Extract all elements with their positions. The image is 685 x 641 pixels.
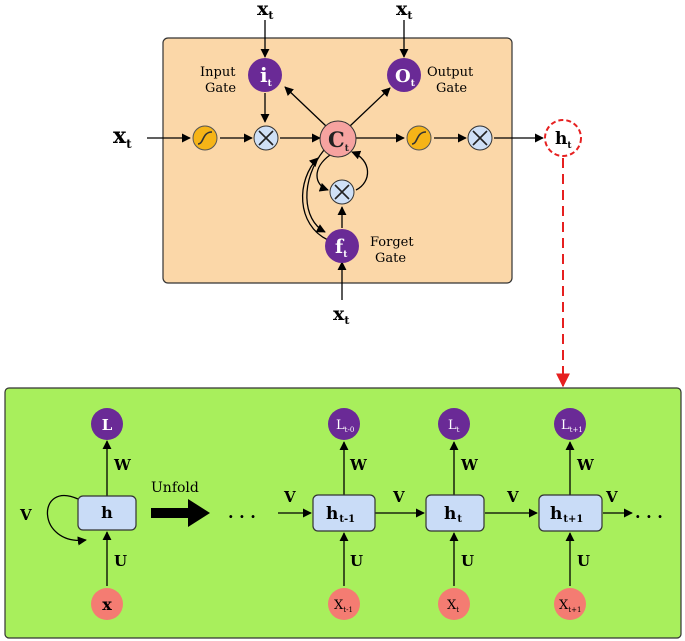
hidden-output-symbol: ht xyxy=(555,129,572,151)
unfold-label: Unfold xyxy=(151,480,199,496)
input-gate-label-1: Input xyxy=(200,65,236,80)
folded-u-label: U xyxy=(114,552,127,570)
step3-u-label: U xyxy=(577,552,590,570)
output-gate-label-1: Output xyxy=(427,65,474,80)
folded-loss-node xyxy=(91,408,123,440)
output-gate-node xyxy=(387,58,421,92)
step1-input-node xyxy=(328,588,360,620)
unrolled-step-2: Lt ht Xt W U V xyxy=(392,408,485,620)
step2-u-label: U xyxy=(461,552,474,570)
step2-v-label: V xyxy=(392,488,405,506)
trailing-ellipsis: · · · xyxy=(635,507,663,526)
sigmoid-left-icon xyxy=(197,131,213,145)
unfold-arrow-icon xyxy=(151,499,210,527)
lstm-input-bottom: xt xyxy=(333,303,350,327)
step3-input-node xyxy=(554,588,586,620)
forget-gate-label-1: Forget xyxy=(370,235,414,250)
multiply-output-icon xyxy=(472,130,488,146)
sigmoid-left-node xyxy=(192,125,218,151)
step2-input-node xyxy=(438,588,470,620)
cell-state-node xyxy=(319,120,357,158)
lstm-input-top-i: xt xyxy=(257,0,274,22)
input-gate-node xyxy=(248,58,282,92)
step3-input-label: Xt+1 xyxy=(559,598,581,614)
step1-hidden-label: ht-1 xyxy=(326,504,355,525)
arrow-forget-to-cell xyxy=(301,157,329,241)
input-gate-symbol: it xyxy=(260,63,273,89)
step2-hidden-box xyxy=(425,494,485,532)
hidden-output-node xyxy=(544,119,582,157)
step2-w-label: W xyxy=(460,456,479,474)
multiply-input-icon xyxy=(258,130,274,146)
cell-state-symbol: Ct xyxy=(328,127,350,154)
lstm-input-left: xt xyxy=(113,123,132,151)
step2-loss-node xyxy=(438,408,470,440)
arrow-cell-loop-right xyxy=(351,150,369,191)
step3-hidden-box xyxy=(538,494,603,532)
step3-loss-node xyxy=(554,408,586,440)
step2-hidden-label: ht xyxy=(444,504,462,525)
multiply-forget-icon xyxy=(334,184,350,200)
lstm-input-top-o: xt xyxy=(396,0,413,22)
folded-input-node xyxy=(91,588,123,620)
step3-hidden-label: ht+1 xyxy=(550,504,583,525)
forget-gate-node xyxy=(325,229,359,263)
folded-hidden-label: h xyxy=(101,503,113,522)
folded-recurrent-loop xyxy=(46,495,87,546)
step1-v-label: V xyxy=(283,488,296,506)
step1-loss-label: Lt-0 xyxy=(336,418,354,434)
folded-w-label: W xyxy=(113,456,132,474)
lstm-panel xyxy=(162,37,513,284)
step3-w-label: W xyxy=(576,456,595,474)
arrow-cell-to-forget xyxy=(306,149,326,233)
folded-v-label: V xyxy=(19,506,32,524)
arrow-cell-loop-left xyxy=(316,154,331,192)
step3-loss-label: Lt+1 xyxy=(561,418,583,434)
input-gate-label-2: Gate xyxy=(205,81,236,96)
sigmoid-right-node xyxy=(406,125,432,151)
folded-loss-label: L xyxy=(102,416,113,434)
step3-v-label: V xyxy=(506,488,519,506)
step2-loss-label: Lt xyxy=(448,418,460,434)
trailing-v-label: V xyxy=(605,488,618,506)
sigmoid-right-icon xyxy=(411,131,427,145)
unrolled-step-1: Lt-0 ht-1 Xt-1 W U V xyxy=(283,408,376,620)
step1-input-label: Xt-1 xyxy=(334,598,353,614)
arrow-cell-to-input-gate xyxy=(284,86,327,127)
step2-input-label: Xt xyxy=(447,598,459,614)
leading-ellipsis: · · · xyxy=(228,507,256,526)
unrolled-step-3: Lt+1 ht+1 Xt+1 W U V xyxy=(506,408,603,620)
step1-u-label: U xyxy=(350,552,363,570)
step1-loss-node xyxy=(328,408,360,440)
output-gate-symbol: Ot xyxy=(395,66,416,89)
step1-w-label: W xyxy=(349,456,368,474)
arrow-cell-to-output-gate xyxy=(349,87,391,127)
forget-gate-symbol: ft xyxy=(335,236,348,260)
step1-hidden-box xyxy=(312,494,376,532)
forget-gate-label-2: Gate xyxy=(375,251,406,266)
folded-hidden-box xyxy=(77,495,137,531)
folded-input-label: x xyxy=(102,595,112,614)
output-gate-label-2: Gate xyxy=(436,81,467,96)
